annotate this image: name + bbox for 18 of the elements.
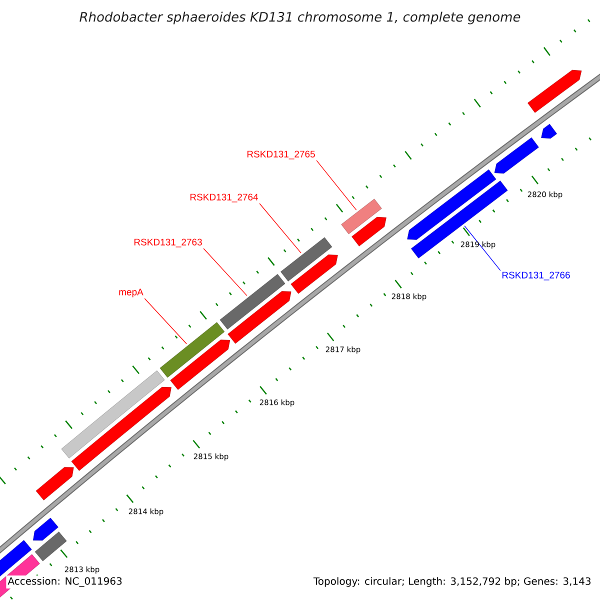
gene-label: RSKD131_2766: [502, 272, 570, 280]
leader-line: [464, 226, 501, 271]
accession-label: Accession: NC_011963: [6, 576, 124, 588]
title: Rhodobacter sphaeroides KD131 chromosome 1, complete genome: [80, 12, 520, 24]
leader-line: [316, 160, 357, 210]
leader-line: [144, 298, 187, 344]
gene-bar: [411, 180, 508, 258]
gene-label: RSKD131_2764: [190, 194, 258, 202]
gene-label: RSKD131_2763: [134, 238, 202, 248]
gene-bar: [341, 198, 382, 234]
leader-line: [203, 248, 248, 296]
gene-label: mepA: [119, 288, 144, 298]
leader-line: [259, 203, 302, 254]
gene-label: RSKD131_2765: [247, 150, 315, 160]
summary-label: Topology: circular; Length: 3,152,792 bp; Genes: 3,143: [312, 576, 593, 588]
gene-bar: [220, 274, 286, 330]
gene-bar: [160, 322, 225, 378]
gene-bar: [280, 237, 332, 282]
